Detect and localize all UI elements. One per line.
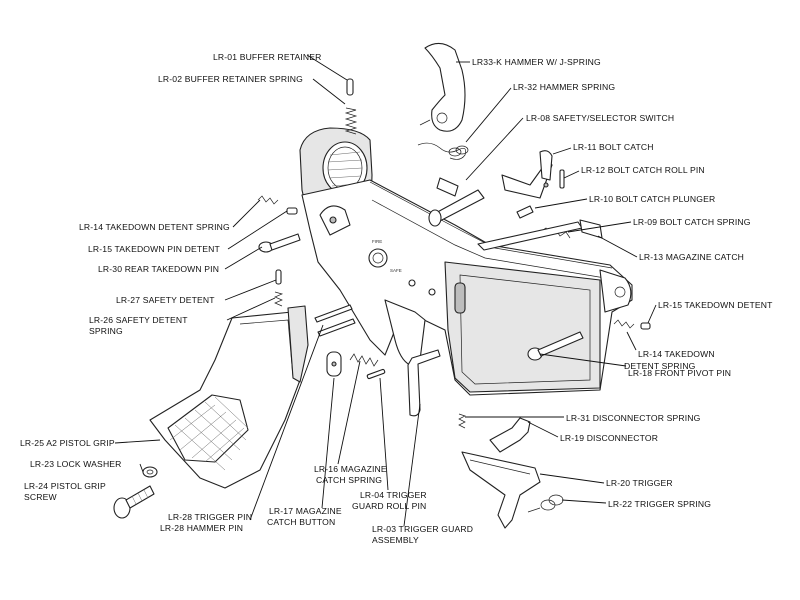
label-lr-19: LR-19 DISCONNECTOR (560, 433, 658, 443)
bolt-catch-plunger-part (516, 205, 534, 219)
takedown-pin-detent-left-part (286, 207, 298, 215)
label-lr-08: LR-08 SAFETY/SELECTOR SWITCH (526, 113, 674, 123)
bolt-catch-roll-pin-part (559, 169, 565, 189)
label-lr-02: LR-02 BUFFER RETAINER SPRING (158, 74, 303, 84)
label-lr-30: LR-30 REAR TAKEDOWN PIN (98, 264, 219, 274)
label-lr-15-right: LR-15 TAKEDOWN DETENT (658, 300, 773, 310)
hammer-spring-part (417, 142, 469, 160)
trigger-guard-part (407, 349, 441, 417)
buffer-retainer-part (346, 78, 354, 96)
label-lr-17-line2: CATCH BUTTON (267, 517, 335, 527)
disconnector-part (489, 417, 531, 453)
label-lr-25: LR-25 A2 PISTOL GRIP (20, 438, 115, 448)
label-lr-31: LR-31 DISCONNECTOR SPRING (566, 413, 701, 423)
label-lr-14-right-line1: LR-14 TAKEDOWN (638, 349, 715, 359)
trigger-part (461, 451, 541, 529)
label-lr-28-line1: LR-28 TRIGGER PIN (168, 512, 252, 522)
bolt-catch-part (501, 150, 553, 199)
label-lr-32: LR-32 HAMMER SPRING (513, 82, 615, 92)
label-lr-17-line1: LR-17 MAGAZINE (269, 506, 342, 516)
label-lr-12: LR-12 BOLT CATCH ROLL PIN (581, 165, 705, 175)
label-lr-20: LR-20 TRIGGER (606, 478, 673, 488)
label-lr-22: LR-22 TRIGGER SPRING (608, 499, 711, 509)
label-lr-10: LR-10 BOLT CATCH PLUNGER (589, 194, 715, 204)
label-lr-13: LR-13 MAGAZINE CATCH (639, 252, 744, 262)
lock-washer-part (142, 466, 158, 478)
label-lr-28-line2: LR-28 HAMMER PIN (160, 523, 243, 533)
safety-detent-spring-part (274, 291, 284, 307)
safety-selector-part (428, 177, 485, 227)
trigger-guard-roll-pin-part (366, 368, 386, 380)
rear-takedown-pin-part (258, 233, 301, 253)
label-lr-24-line1: LR-24 PISTOL GRIP (24, 481, 106, 491)
label-lr-18: LR-18 FRONT PIVOT PIN (628, 368, 731, 378)
label-lr-04-line1: LR-04 TRIGGER (360, 490, 427, 500)
label-lr-16-line1: LR-16 MAGAZINE (314, 464, 387, 474)
leader-lines (114, 54, 657, 527)
label-lr-03-line2: ASSEMBLY (372, 535, 419, 545)
trigger-spring-part (527, 494, 564, 513)
label-lr-26-line1: LR-26 SAFETY DETENT (89, 315, 188, 325)
safety-detent-part (275, 269, 282, 285)
label-lr-14-left: LR-14 TAKEDOWN DETENT SPRING (79, 222, 230, 232)
buffer-retainer-spring-part (344, 107, 358, 135)
safe-marking: SAFE (390, 268, 402, 273)
label-lr-09: LR-09 BOLT CATCH SPRING (633, 217, 751, 227)
takedown-detent-spring-left-part (257, 195, 279, 205)
magazine-catch-part (477, 219, 603, 251)
hammer-part (419, 42, 466, 132)
label-lr-14-right-line2: DETENT SPRING (624, 361, 696, 371)
magazine-catch-button-part (326, 351, 342, 377)
magazine-catch-spring-part (349, 353, 379, 367)
label-lr-24-line2: SCREW (24, 492, 57, 502)
pistol-grip-screw-part (113, 485, 155, 519)
lower-receiver: FIRE SAFE (299, 127, 633, 396)
takedown-detent-spring-right-part (613, 319, 635, 329)
label-lr-33k: LR33-K HAMMER W/ J-SPRING (472, 57, 601, 67)
label-lr-15-left: LR-15 TAKEDOWN PIN DETENT (88, 244, 220, 254)
fire-marking: FIRE (372, 239, 382, 244)
label-lr-26-line2: SPRING (89, 326, 123, 336)
label-lr-03-line1: LR-03 TRIGGER GUARD (372, 524, 473, 534)
label-lr-16-line2: CATCH SPRING (316, 475, 382, 485)
label-lr-23: LR-23 LOCK WASHER (30, 459, 122, 469)
label-lr-11: LR-11 BOLT CATCH (573, 142, 654, 152)
pistol-grip-part (149, 305, 309, 489)
labels: LR-01 BUFFER RETAINER LR-02 BUFFER RETAI… (20, 52, 773, 545)
label-lr-01: LR-01 BUFFER RETAINER (213, 52, 322, 62)
disconnector-spring-part (458, 413, 466, 429)
label-lr-04-line2: GUARD ROLL PIN (352, 501, 426, 511)
label-lr-27: LR-27 SAFETY DETENT (116, 295, 215, 305)
takedown-detent-right-part (640, 322, 651, 330)
